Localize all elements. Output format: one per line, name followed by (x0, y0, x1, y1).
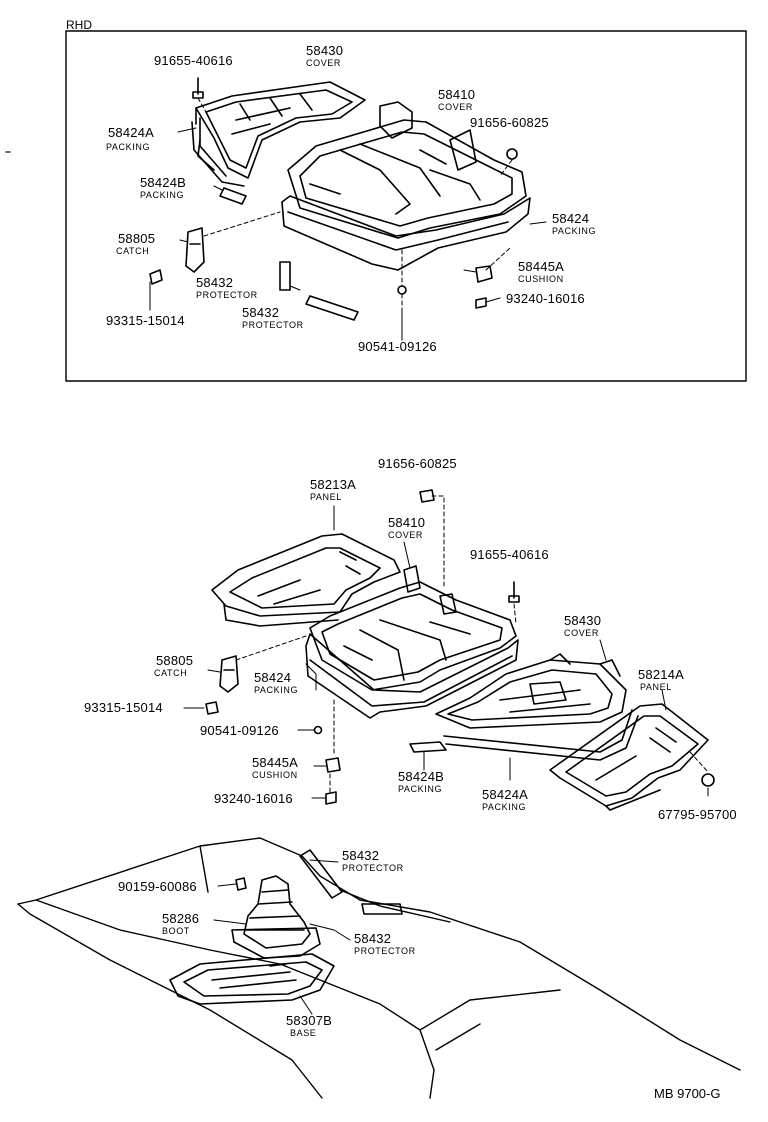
main-plug-67795-shape (701, 773, 715, 787)
part-number: 93240-16016 (214, 791, 293, 806)
part-name: CUSHION (252, 770, 298, 780)
rhd-bolt-91656-shape (506, 148, 518, 160)
part-number: 58424B (140, 175, 187, 190)
floor-leader-lines (213, 859, 351, 1015)
part-number: 90159-60086 (118, 879, 197, 894)
part-name: BASE (290, 1028, 317, 1038)
rhd-frame (65, 30, 747, 382)
main-catch-58805-shape (219, 655, 239, 693)
rhd-packing-58424a-shape (191, 117, 245, 187)
rhd-cover-58410-shape (287, 101, 527, 239)
part-number: 58410 (388, 515, 426, 530)
part-number: 58445A (518, 259, 565, 274)
part-name: PACKING (106, 142, 151, 152)
main-dashed-leaders (235, 495, 709, 793)
part-name: CUSHION (518, 274, 564, 284)
rhd-bolt-91655-shape (192, 77, 204, 99)
part-name: PACKING (140, 190, 185, 200)
diagram-code: MB 9700-G (654, 1086, 721, 1101)
part-number: 58805 (118, 231, 156, 246)
part-number: 58432 (242, 305, 280, 320)
main-cover-58410-shape (309, 565, 517, 691)
part-number: 58214A (638, 667, 685, 682)
part-number: 90541-09126 (200, 723, 279, 738)
part-name: COVER (306, 58, 342, 68)
floor-boot-58286-shape (231, 875, 321, 959)
part-number: 58424 (254, 670, 292, 685)
main-bolt-93240-shape (325, 791, 337, 805)
part-name: PROTECTOR (354, 946, 416, 956)
part-number: 58286 (162, 911, 200, 926)
part-number: 58213A (310, 477, 357, 492)
rhd-packing-58424b-shape (219, 187, 247, 205)
part-number: 58424 (552, 211, 590, 226)
rhd-section-label: RHD (66, 18, 92, 32)
part-name: COVER (388, 530, 424, 540)
part-number: 58432 (342, 848, 380, 863)
part-number: 58424B (398, 769, 445, 784)
floor-tunnel-shape (17, 837, 741, 1099)
part-name: PROTECTOR (342, 863, 404, 873)
part-number: 91655-40616 (154, 53, 233, 68)
part-number: 58307B (286, 1013, 333, 1028)
rhd-bolt-93315-shape (149, 269, 163, 285)
part-name: PANEL (640, 682, 672, 692)
rhd-protector-58432-a-shape (279, 261, 291, 291)
part-name: COVER (564, 628, 600, 638)
part-name: PROTECTOR (196, 290, 258, 300)
part-name: CATCH (116, 246, 150, 256)
rhd-catch-58805-shape (185, 227, 205, 273)
floor-bolt-90159-shape (235, 877, 247, 891)
main-panel-58214a-shape (549, 703, 709, 811)
rhd-leader-lines (149, 127, 547, 341)
main-panel-58213a-shape (211, 533, 401, 627)
main-cover-58430-shape (435, 653, 627, 729)
main-leader-lines (183, 505, 709, 799)
part-number: 58432 (354, 931, 392, 946)
part-number: 58805 (156, 653, 194, 668)
part-number: 58424A (108, 125, 155, 140)
part-name: BOOT (162, 926, 190, 936)
part-number: 91656-60825 (378, 456, 457, 471)
part-number: 93315-15014 (84, 700, 163, 715)
part-name: PROTECTOR (242, 320, 304, 330)
main-bolt-91656-shape (419, 489, 435, 503)
floor-protector-58432-b-shape (361, 903, 403, 915)
rhd-bolt-93240-shape (475, 297, 487, 309)
part-number: 58430 (564, 613, 602, 628)
part-number: 91655-40616 (470, 547, 549, 562)
main-packing-58424-shape (305, 633, 519, 719)
main-packing-58424b-shape (409, 741, 447, 753)
part-number: 58430 (306, 43, 344, 58)
part-number: 58424A (482, 787, 529, 802)
part-number: 93315-15014 (106, 313, 185, 328)
part-number: 93240-16016 (506, 291, 585, 306)
part-number: 58410 (438, 87, 476, 102)
part-name: PACKING (552, 226, 597, 236)
part-name: PANEL (310, 492, 342, 502)
floor-protector-58432-a-shape (299, 849, 343, 899)
floor-base-58307b-shape (169, 953, 335, 1005)
part-name: PACKING (398, 784, 443, 794)
main-cushion-58445a-shape (325, 757, 341, 773)
part-name: PACKING (482, 802, 527, 812)
part-name: PACKING (254, 685, 299, 695)
part-number: 90541-09126 (358, 339, 437, 354)
main-bolt-91655-shape (508, 581, 520, 603)
part-name: COVER (438, 102, 474, 112)
part-name: CATCH (154, 668, 188, 678)
rhd-clip-90541-shape (397, 285, 407, 295)
main-packing-58424a-shape (443, 709, 639, 761)
part-number: 67795-95700 (658, 807, 737, 822)
main-clip-90541-shape (313, 725, 323, 735)
rhd-cover-58430-shape (195, 81, 366, 179)
part-number: 58432 (196, 275, 234, 290)
rhd-protector-58432-b-shape (305, 295, 359, 321)
part-number: 91656-60825 (470, 115, 549, 130)
rhd-cushion-58445a-shape (475, 265, 493, 283)
main-bolt-93315-shape (205, 701, 219, 715)
part-number: 58445A (252, 755, 299, 770)
rhd-packing-58424-shape (281, 195, 531, 271)
